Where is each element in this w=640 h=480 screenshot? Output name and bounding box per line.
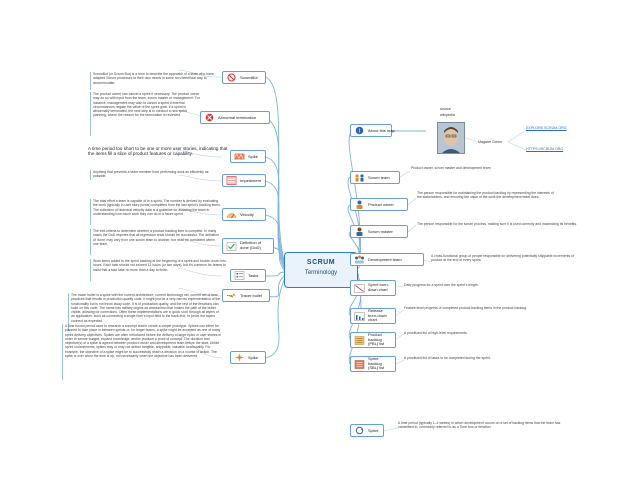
scrumbut-description: ScrumBut (or Scrum But) is a term to des… [90, 72, 221, 90]
product-backlog-description: A prioritized list of high-level require… [404, 331, 468, 335]
sprint-backlog-node[interactable]: Sprint backlog (SBL) list [350, 356, 396, 372]
development-team-node[interactable]: Development team [350, 253, 424, 266]
spike-top-label: Spike [248, 154, 259, 159]
scrum-master-label: Scrum master [368, 229, 393, 234]
list-icon [354, 335, 365, 345]
spike-bottom-description: A time boxed period used to research a c… [62, 324, 223, 380]
scrumbut-node[interactable]: ScrumBut [222, 71, 266, 84]
spike-node-bottom[interactable]: Spike [230, 351, 266, 364]
scrum-org-link[interactable]: HTTPS://SCRUM.ORG [526, 147, 564, 151]
person-icon [354, 200, 365, 209]
sprint-list-icon [354, 359, 365, 369]
spike-bottom-label: Spike [248, 355, 259, 360]
info-icon: i [354, 126, 365, 135]
speedometer-icon [226, 210, 237, 219]
cycle-icon [354, 426, 365, 435]
sprint-label: Sprint [368, 428, 379, 433]
velocity-description: The total effort a team is capable of in… [90, 199, 221, 225]
tracer-bullet-label: Tracer bullet [240, 293, 263, 298]
author-name: Magaret Green [478, 140, 503, 144]
scrum-team-label: Scrum team [368, 175, 390, 180]
abnormal-termination-label: Abnormal termination [218, 115, 257, 120]
scrum-explore-link[interactable]: EXPLORE.SCRUM-ORG [526, 126, 567, 130]
product-backlog-label: Product backlog (PBL) list [368, 332, 385, 347]
stop-icon [204, 113, 215, 122]
chart-down-icon [354, 283, 365, 293]
sprint-burndown-label: Sprint burn-down chart [368, 282, 389, 292]
bullet-icon [226, 291, 237, 300]
sprint-description: A time period (typically 1–4 weeks) in w… [398, 421, 561, 430]
central-topic-title: SCRUM [306, 259, 336, 266]
group-icon [354, 255, 365, 264]
velocity-node[interactable]: Velocity [222, 208, 266, 221]
scrum-master-description: The person responsible for the scrum pro… [417, 222, 577, 226]
release-burndown-label: Release burn-down chart [368, 308, 387, 323]
release-burndown-description: Feature level progress of completed prod… [404, 306, 528, 310]
release-burndown-node[interactable]: Release burn-down chart [350, 308, 396, 324]
sprint-node[interactable]: Sprint [350, 424, 384, 437]
velocity-label: Velocity [240, 212, 254, 217]
product-owner-node[interactable]: Product owner [350, 198, 408, 211]
tasks-node[interactable]: Tasks [230, 269, 266, 282]
source-value: wikipedia [440, 113, 455, 117]
quote-text: A time period too short to be one or mor… [88, 146, 228, 157]
tasks-label: Tasks [248, 273, 259, 278]
sprint-burndown-description: Daily progress for a sprint over the spr… [404, 283, 479, 287]
scrum-master-node[interactable]: Scrum master [350, 225, 408, 238]
tracer-bullet-description: The tracer bullet is a spike with the cu… [68, 293, 221, 331]
about-this-map-node[interactable]: i About this map [350, 124, 395, 137]
team-icon [354, 173, 365, 182]
abnormal-termination-description: The product owner can cancel a sprint if… [90, 92, 201, 136]
sprint-backlog-label: Sprint backlog (SBL) list [368, 356, 385, 371]
svg-text:i: i [359, 128, 360, 134]
impediment-node[interactable]: Impediment [222, 174, 266, 187]
product-backlog-node[interactable]: Product backlog (PBL) list [350, 332, 396, 348]
sprint-burndown-node[interactable]: Sprint burn-down chart [350, 280, 396, 296]
central-topic-subtitle: Terminology [304, 270, 338, 276]
product-owner-description: The person responsible for maintaining t… [417, 191, 554, 200]
impediment-label: Impediment [240, 178, 261, 183]
scrumbut-label: ScrumBut [240, 75, 258, 80]
spike-node-top[interactable]: Spike [230, 150, 266, 163]
impediment-description: Anything that prevents a team member fro… [90, 170, 221, 180]
master-icon [354, 227, 365, 236]
spike-wave-icon [234, 152, 245, 161]
definition-of-done-label: Definition of done (DoD) [240, 240, 262, 250]
development-team-label: Development team [368, 257, 402, 262]
central-topic[interactable]: SCRUM Terminology [284, 252, 358, 288]
development-team-description: A cross-functional group of people respo… [431, 254, 574, 263]
definition-of-done-description: The exit-criteria to determine whether a… [90, 229, 221, 255]
sprint-backlog-description: A prioritized list of tasks to be comple… [404, 356, 491, 360]
no-sign-icon [226, 73, 237, 82]
author-photo [437, 122, 465, 154]
scrum-team-node[interactable]: Scrum team [350, 171, 400, 184]
tracer-bullet-node[interactable]: Tracer bullet [222, 289, 270, 302]
barrier-icon [226, 176, 237, 185]
product-owner-label: Product owner [368, 202, 394, 207]
spike-burst-icon [234, 353, 245, 362]
release-chart-icon [354, 311, 365, 321]
source-label: source [440, 107, 451, 111]
checklist-icon [226, 241, 237, 251]
definition-of-done-node[interactable]: Definition of done (DoD) [222, 238, 274, 254]
scrum-team-description: Product owner, scrum master and developm… [411, 166, 491, 170]
about-this-map-label: About this map [368, 128, 395, 133]
tasks-description: Work items added to the sprint backlog a… [90, 259, 229, 281]
tasks-icon [234, 271, 245, 280]
abnormal-termination-node[interactable]: Abnormal termination [200, 111, 270, 124]
